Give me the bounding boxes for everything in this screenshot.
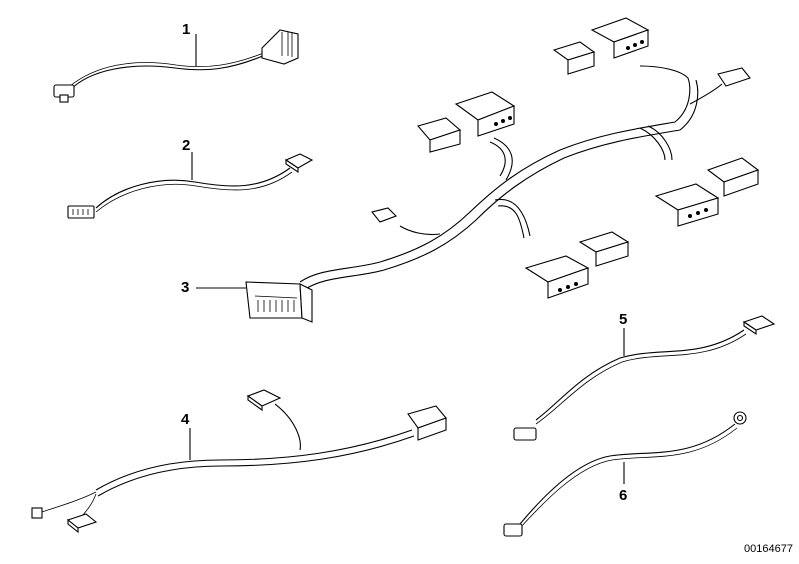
document-id: 00164677 (744, 543, 793, 555)
harness-part-3 (196, 17, 760, 323)
harness-part-5 (513, 315, 776, 441)
harness-part-1 (53, 29, 299, 103)
callout-2: 2 (182, 137, 191, 154)
harness-part-2 (67, 152, 314, 219)
callout-5: 5 (619, 311, 628, 328)
callout-6: 6 (619, 487, 628, 504)
callout-3: 3 (181, 279, 190, 296)
callout-4: 4 (181, 411, 190, 428)
callout-1: 1 (182, 21, 191, 38)
harness-part-6 (503, 411, 747, 537)
harness-part-4 (31, 389, 447, 534)
